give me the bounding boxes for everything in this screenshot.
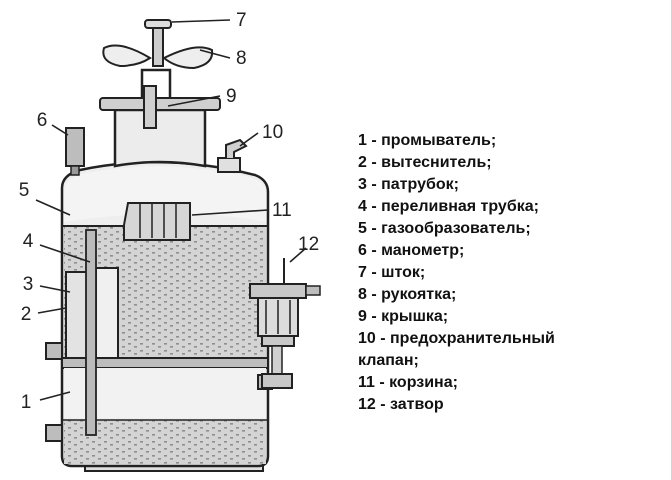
legend-item-1: 1 - промыватель; <box>358 132 497 149</box>
stem <box>152 25 164 67</box>
legend-item-3: 3 - патрубок; <box>358 176 459 193</box>
legend-item-12: 12 - затвор <box>358 396 444 413</box>
legend-item-10: 10 - предохранительный клапан; <box>358 330 555 369</box>
callout-4: 4 <box>23 231 34 252</box>
legend-item-5: 5 - газообразователь; <box>358 220 531 237</box>
branch-pipe <box>95 267 119 359</box>
gas-generator-space <box>64 166 266 222</box>
side-fitting-lower <box>45 424 63 442</box>
callout-8: 8 <box>236 48 247 69</box>
side-fitting-upper <box>45 342 63 360</box>
legend-item-9: 9 - крышка; <box>358 308 449 325</box>
callout-12: 12 <box>298 234 319 255</box>
callout-9: 9 <box>226 86 237 107</box>
callout-3: 3 <box>23 274 34 295</box>
legend-item-6: 6 - манометр; <box>358 242 465 259</box>
legend-item-2: 2 - вытеснитель; <box>358 154 492 171</box>
safety-valve <box>217 157 241 173</box>
shutter-valve <box>249 258 321 389</box>
callout-11: 11 <box>272 200 292 221</box>
manometer <box>65 127 85 167</box>
handle-wing-right <box>162 46 214 70</box>
callout-6: 6 <box>37 110 48 131</box>
callout-10: 10 <box>262 122 283 143</box>
legend: 1 - промыватель; 2 - вытеснитель; 3 - па… <box>358 130 658 416</box>
legend-item-4: 4 - переливная трубка; <box>358 198 539 215</box>
legend-item-7: 7 - шток; <box>358 264 426 281</box>
legend-item-8: 8 - рукоятка; <box>358 286 457 303</box>
leader-lines <box>35 19 307 401</box>
callout-1: 1 <box>21 392 32 413</box>
callout-7: 7 <box>236 10 247 31</box>
callout-5: 5 <box>19 180 30 201</box>
lower-water-zone <box>64 420 266 464</box>
basket <box>123 202 191 241</box>
legend-item-11: 11 - корзина; <box>358 374 458 391</box>
neck-housing <box>113 108 207 168</box>
lid-clamp <box>140 68 172 98</box>
handle-wing-left <box>102 44 152 68</box>
overflow-tube <box>85 229 97 436</box>
callout-2: 2 <box>21 304 32 325</box>
